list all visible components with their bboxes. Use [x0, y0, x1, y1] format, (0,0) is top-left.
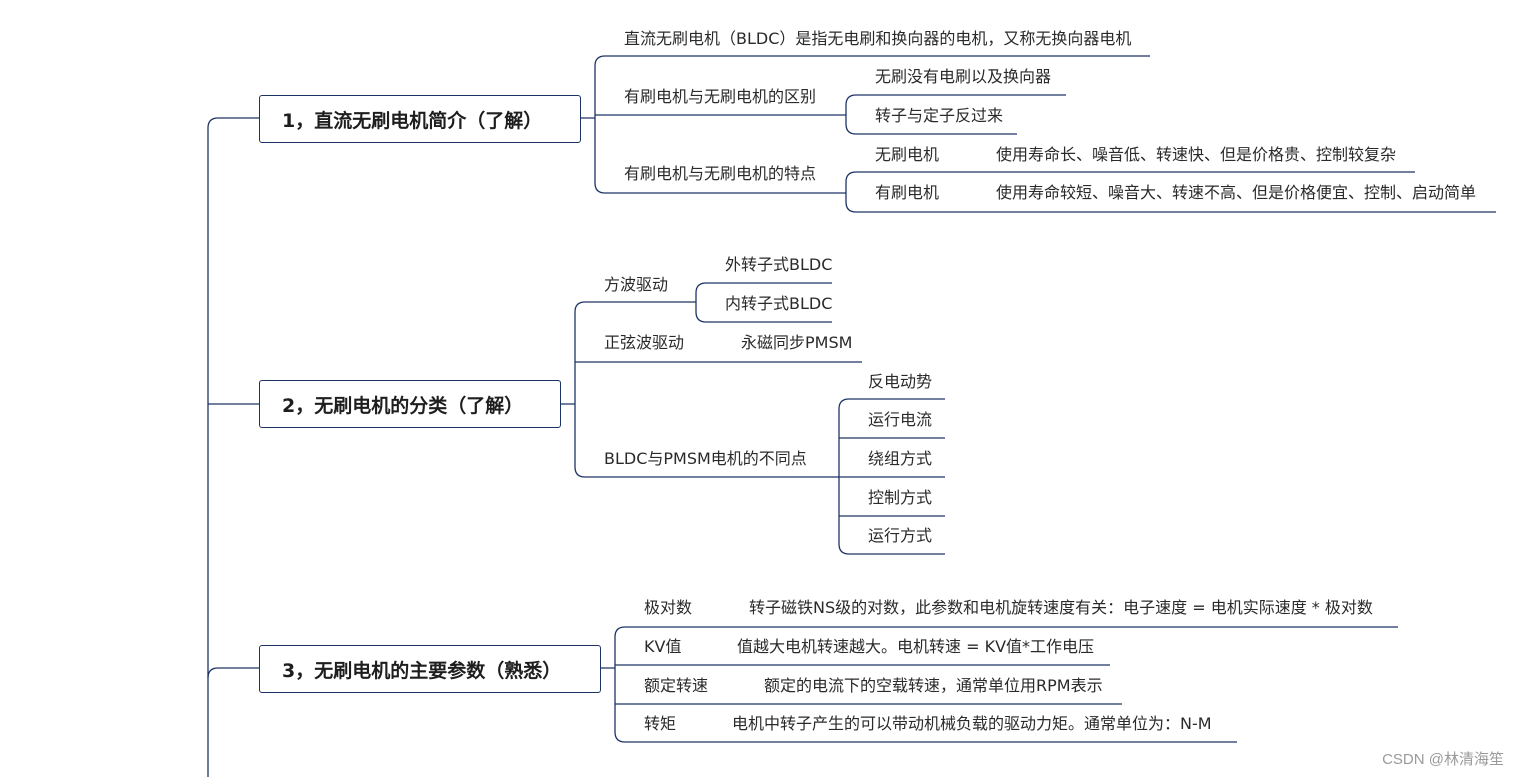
t2-bracket: [560, 301, 862, 478]
subtopic-rated-speed[interactable]: 额定转速: [644, 676, 709, 695]
topic-1-title: 1，直流无刷电机简介（了解）: [282, 109, 543, 132]
topic-3-parameters[interactable]: 3，无刷电机的主要参数（熟悉）: [259, 645, 601, 693]
t1-diff-bracket: [845, 94, 1066, 135]
subtopic-pole-pairs[interactable]: 极对数: [644, 598, 693, 617]
leaf-brushless-motor[interactable]: 无刷电机: [875, 145, 940, 164]
subtopic-bldc-pmsm-differences[interactable]: BLDC与PMSM电机的不同点: [604, 449, 807, 468]
leaf-no-brush-commutator[interactable]: 无刷没有电刷以及换向器: [875, 67, 1052, 86]
topic-1-intro[interactable]: 1，直流无刷电机简介（了解）: [259, 95, 581, 143]
leaf-winding-method[interactable]: 绕组方式: [868, 449, 933, 468]
detail-pole-pairs[interactable]: 转子磁铁NS级的对数，此参数和电机旋转速度有关：电子速度 = 电机实际速度 * …: [749, 598, 1373, 617]
root-branch-3: [207, 667, 260, 679]
detail-brushed-motor[interactable]: 使用寿命较短、噪音大、转速不高、但是价格便宜、控制、启动简单: [996, 183, 1477, 202]
leaf-rotor-stator-reversed[interactable]: 转子与定子反过来: [875, 106, 1004, 125]
detail-rated-speed[interactable]: 额定的电流下的空载转速，通常单位用RPM表示: [764, 676, 1103, 695]
leaf-inner-rotor-bldc[interactable]: 内转子式BLDC: [725, 294, 833, 313]
topic-2-title: 2，无刷电机的分类（了解）: [282, 394, 524, 417]
topic-3-title: 3，无刷电机的主要参数（熟悉）: [282, 659, 562, 682]
subtopic-square-wave-drive[interactable]: 方波驱动: [604, 275, 669, 294]
leaf-running-current[interactable]: 运行电流: [868, 410, 933, 429]
t3-bracket: [600, 626, 1398, 743]
leaf-brushed-motor[interactable]: 有刷电机: [875, 183, 940, 202]
leaf-operating-method[interactable]: 运行方式: [868, 526, 933, 545]
detail-torque[interactable]: 电机中转子产生的可以带动机械负载的驱动力矩。通常单位为：N-M: [732, 714, 1212, 733]
subtopic-bldc-definition[interactable]: 直流无刷电机（BLDC）是指无电刷和换向器的电机，又称无换向器电机: [624, 29, 1132, 48]
leaf-pmsm[interactable]: 永磁同步PMSM: [741, 333, 853, 352]
subtopic-torque[interactable]: 转矩: [644, 714, 677, 733]
subtopic-sine-wave-drive[interactable]: 正弦波驱动: [604, 333, 685, 352]
subtopic-kv-value[interactable]: KV值: [644, 637, 682, 656]
detail-kv-value[interactable]: 值越大电机转速越大。电机转速 = KV值*工作电压: [737, 637, 1095, 656]
t2-diff-bracket: [838, 398, 945, 555]
topic-2-classification[interactable]: 2，无刷电机的分类（了解）: [259, 380, 561, 428]
leaf-control-method[interactable]: 控制方式: [868, 488, 933, 507]
t1-feature-bracket: [845, 171, 1496, 213]
detail-brushless-motor[interactable]: 使用寿命长、噪音低、转速快、但是价格贵、控制较复杂: [996, 145, 1397, 164]
root-spine: [207, 117, 260, 777]
subtopic-brushed-vs-brushless-features[interactable]: 有刷电机与无刷电机的特点: [624, 164, 817, 183]
leaf-back-emf[interactable]: 反电动势: [868, 372, 933, 391]
t2-square-bracket: [695, 282, 832, 323]
t1-bracket: [580, 55, 1150, 194]
subtopic-brushed-vs-brushless-diff[interactable]: 有刷电机与无刷电机的区别: [624, 87, 817, 106]
leaf-outer-rotor-bldc[interactable]: 外转子式BLDC: [725, 255, 833, 274]
watermark: CSDN @林清海笙: [1382, 751, 1504, 768]
